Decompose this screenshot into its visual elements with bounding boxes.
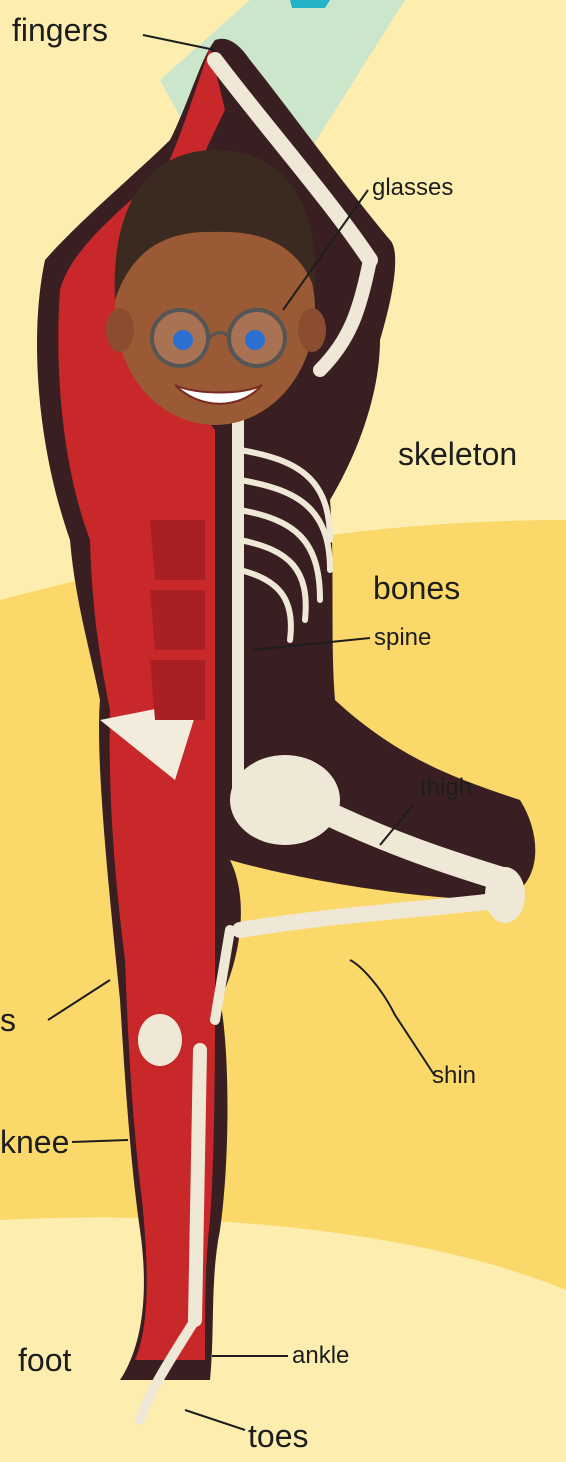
label-knee: knee bbox=[0, 1126, 69, 1158]
beam-source bbox=[290, 0, 330, 8]
label-bones: bones bbox=[373, 572, 460, 604]
label-thigh: thigh bbox=[420, 776, 472, 800]
label-foot: foot bbox=[18, 1344, 71, 1376]
label-muscles-partial: s bbox=[0, 1004, 16, 1036]
label-toes: toes bbox=[248, 1420, 308, 1452]
label-glasses: glasses bbox=[372, 176, 453, 200]
label-ankle: ankle bbox=[292, 1344, 349, 1368]
label-spine: spine bbox=[374, 626, 431, 650]
label-fingers: fingers bbox=[12, 14, 108, 46]
label-shin: shin bbox=[432, 1064, 476, 1088]
label-skeleton: skeleton bbox=[398, 438, 517, 470]
